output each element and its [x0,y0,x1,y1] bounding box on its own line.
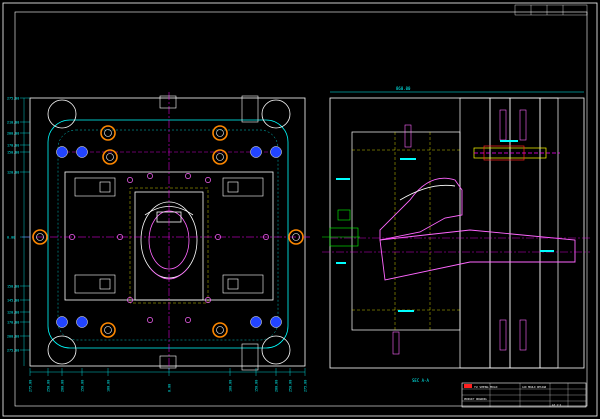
bolt-core [216,153,224,161]
left-dim-label: 200.00 [7,131,19,135]
top-view: 275.00 210.00 200.00 170.00 150.00 120.00 0.00… [7,92,312,392]
bottom-dim-label: 275.00 [28,380,32,392]
bolt-ring [212,149,228,165]
drawing-inner-frame [14,11,588,407]
left-dim-label: 145.00 [7,298,19,302]
cavity-plate [47,119,289,349]
bolt-core [104,326,112,334]
left-dim-label: 275.00 [7,96,19,100]
screw-hole [147,317,153,323]
screw-hole [127,297,133,303]
left-dim-label: 170.00 [7,320,19,324]
ejector-bolts [32,125,304,338]
bottom-dim-label: 275.00 [303,380,307,392]
guide-pin [250,316,262,328]
guide-pins [56,146,282,328]
bottom-dim-label: 150.00 [254,380,258,392]
title-block: YU SHENG MOLD CAD MOULD DESIGN PRODUCT D… [461,382,587,408]
bolt-core [216,326,224,334]
guide-pin [56,146,68,158]
top-right-tag [514,4,588,16]
screw-hole [127,177,133,183]
left-dim-label: 120.00 [7,170,19,174]
cavity-plate-inner [57,129,279,341]
bottom-dim-label: 0.00 [167,384,171,392]
section-pins [392,109,527,355]
title-line-1: CAD MOULD DESIGN [522,385,547,389]
bolt-ring [212,322,228,338]
left-dim-label: 150.00 [7,150,19,154]
bottom-dim-label: 150.00 [80,380,84,392]
slot-blocks [74,177,264,294]
left-dimensions: 275.00 210.00 200.00 170.00 150.00 120.00 0.00… [7,96,30,366]
screw-hole [205,177,211,183]
left-dim-label: 0.00 [7,235,15,239]
left-dim-label: 150.00 [7,284,19,288]
section-outline [329,97,585,369]
bolt-core [36,233,44,241]
hidden-lines [352,132,460,330]
company-logo [464,384,472,388]
bolt-ring [32,229,48,245]
bottom-dim-label: 100.00 [228,380,232,392]
section-dim-marks [336,140,554,312]
screw-hole [69,234,75,240]
guide-pin [270,146,282,158]
screw-hole [185,173,191,179]
section-view: 860.00 [322,86,590,383]
left-dim-label: 210.00 [7,120,19,124]
bolt-core [106,153,114,161]
bolt-core [292,233,300,241]
screw-hole [263,234,269,240]
bottom-dim-label: 200.00 [60,380,64,392]
mold-base-outline [29,97,306,367]
bottom-dim-label: 250.00 [288,380,292,392]
corner-bushings [47,99,291,365]
mold-plates [351,97,559,369]
screw-hole [215,234,221,240]
bolt-ring [100,125,116,141]
left-dim-label: 200.00 [7,334,19,338]
ejector-rod [473,145,560,161]
bottom-dim-label: 250.00 [46,380,50,392]
bolt-core [104,129,112,137]
bolt-ring [212,125,228,141]
bottom-dimensions: 275.00 250.00 200.00 150.00 100.00 0.00 100.00… [28,368,307,392]
edge-blocks [159,95,259,371]
product-section [379,177,576,281]
left-dim-label: 275.00 [7,348,19,352]
left-dim-label: 170.00 [7,143,19,147]
guide-pin [270,316,282,328]
bolt-ring [102,149,118,165]
guide-pin [56,316,68,328]
screw-holes [69,173,269,323]
sprue [322,209,360,247]
section-label: SEC A-A [412,378,429,383]
guide-pin [76,316,88,328]
guide-pin [76,146,88,158]
bottom-dim-label: 100.00 [106,380,110,392]
title-line-2: PRODUCT DRAWING [464,397,487,401]
screw-hole [147,173,153,179]
bolt-core [216,129,224,137]
screw-hole [117,234,123,240]
title-line-3: A3 1:2 [552,403,562,407]
screw-hole [185,317,191,323]
company-name: YU SHENG MOLD [474,385,498,389]
section-top-dim: 860.00 [396,86,411,91]
bottom-dim-label: 200.00 [274,380,278,392]
bolt-ring [288,229,304,245]
bolt-ring [100,322,116,338]
screw-hole [205,297,211,303]
guide-pin [250,146,262,158]
left-dim-label: 120.00 [7,310,19,314]
